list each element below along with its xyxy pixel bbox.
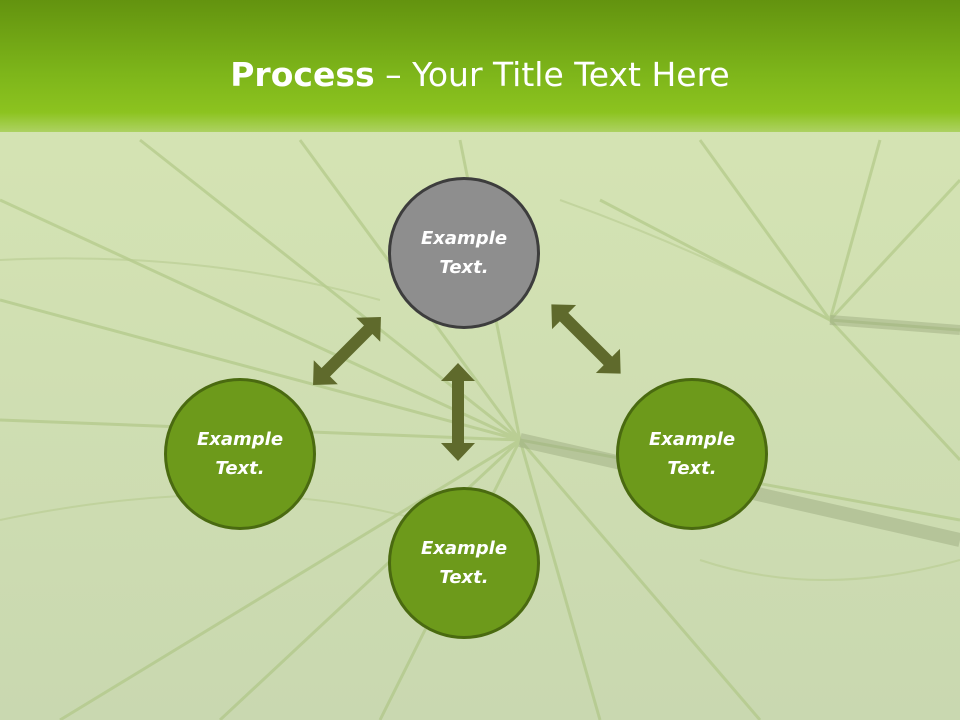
title-banner: Process – Your Title Text Here — [0, 0, 960, 132]
title-bold: Process — [230, 55, 375, 94]
process-node-bottom: Example Text. — [388, 487, 540, 639]
double-arrow-top-left — [313, 317, 381, 385]
node-label: Example Text. — [196, 429, 284, 479]
node-label: Example Text. — [648, 429, 736, 479]
process-node-right: Example Text. — [616, 378, 768, 530]
slide-title: Process – Your Title Text Here — [0, 52, 960, 98]
node-label: Example Text. — [420, 538, 508, 588]
double-arrow-vertical — [441, 363, 475, 461]
double-arrow-top-right — [551, 304, 621, 374]
process-node-left: Example Text. — [164, 378, 316, 530]
process-node-top: Example Text. — [388, 177, 540, 329]
node-label: Example Text. — [420, 228, 508, 278]
title-rest: – Your Title Text Here — [374, 55, 730, 94]
